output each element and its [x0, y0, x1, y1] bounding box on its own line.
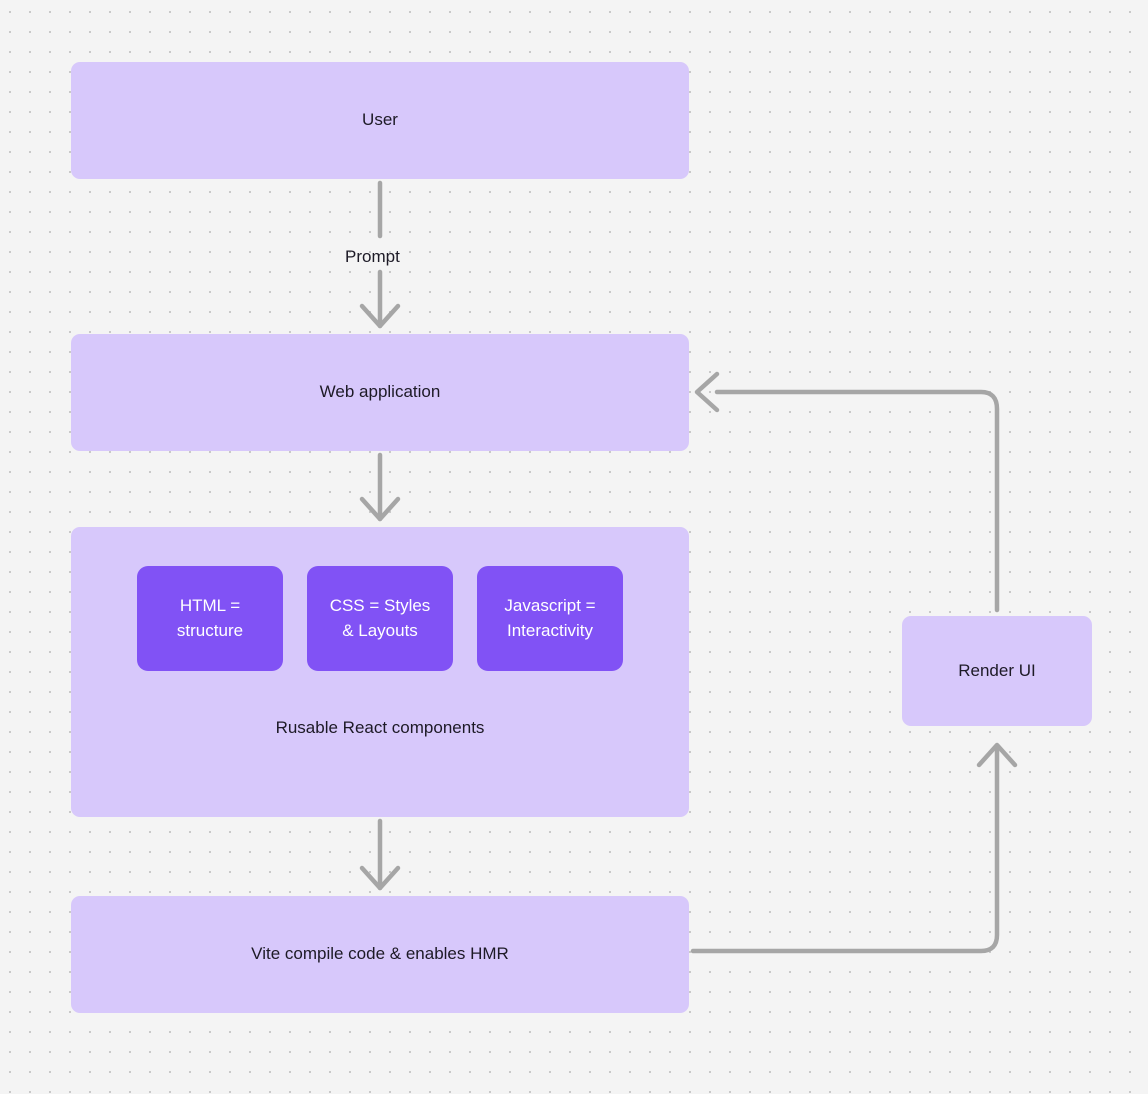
edge-label-prompt: Prompt: [345, 247, 400, 266]
chip-html-line1: HTML =: [179, 596, 241, 616]
node-render-ui[interactable]: Render UI: [902, 616, 1092, 726]
node-components-caption: Rusable React components: [275, 718, 485, 737]
edge-vite-to-render: [690, 744, 1000, 954]
node-user-label: User: [362, 110, 398, 130]
node-web-application[interactable]: Web application: [71, 334, 689, 451]
edge-label-to-web-arrowhead: [359, 303, 401, 329]
chip-css-line1: CSS = Styles: [329, 596, 431, 616]
edge-components-to-vite-arrowhead: [359, 865, 401, 891]
node-render-ui-label: Render UI: [958, 660, 1036, 680]
chip-css[interactable]: CSS = Styles & Layouts: [307, 566, 453, 671]
component-chip-row: HTML = structure CSS = Styles & Layouts …: [71, 566, 689, 671]
chip-css-line2: & Layouts: [342, 620, 418, 640]
node-web-application-label: Web application: [319, 382, 441, 402]
chip-javascript[interactable]: Javascript = Interactivity: [477, 566, 623, 671]
chip-javascript-line2: Interactivity: [507, 620, 593, 640]
chip-html[interactable]: HTML = structure: [137, 566, 283, 671]
node-vite[interactable]: Vite compile code & enables HMR: [71, 896, 689, 1013]
edge-render-to-web: [714, 389, 1000, 613]
edge-vite-to-render-arrowhead: [976, 742, 1018, 768]
node-user[interactable]: User: [71, 62, 689, 179]
node-components-container[interactable]: HTML = structure CSS = Styles & Layouts …: [71, 527, 689, 817]
chip-html-line2: structure: [176, 620, 244, 640]
chip-javascript-line1: Javascript =: [504, 596, 596, 616]
edge-render-to-web-arrowhead: [694, 371, 720, 413]
edge-web-to-components-arrowhead: [359, 496, 401, 522]
node-vite-label: Vite compile code & enables HMR: [251, 944, 509, 964]
